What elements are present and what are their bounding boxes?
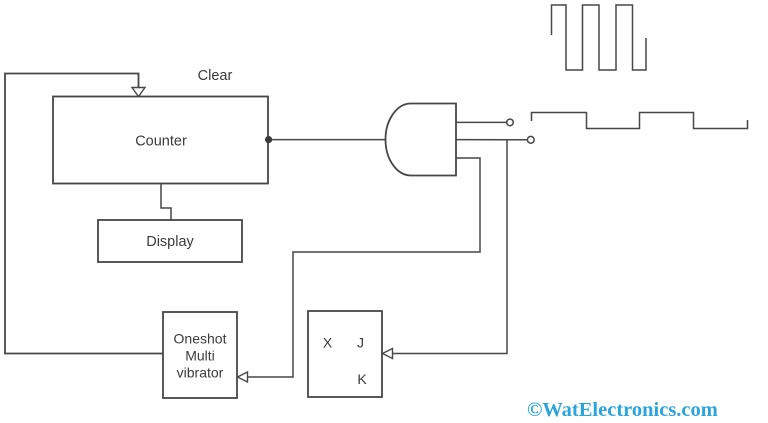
clear-label: Clear	[198, 68, 233, 84]
and-gate-icon	[384, 102, 457, 177]
oneshot-multivibrator-block	[162, 311, 238, 399]
gate-to-jk-wire	[390, 139, 508, 355]
counter-label: Counter	[135, 134, 187, 150]
jk-pin-j-label: J	[357, 335, 364, 351]
wiring-group	[4, 4, 749, 399]
gate-output-waveform-icon	[530, 111, 749, 130]
jk-flipflop-block	[307, 310, 383, 398]
oneshot-input-arrowhead-icon	[235, 370, 249, 384]
jk-pin-x-label: X	[323, 335, 333, 351]
jk-input-arrowhead-icon	[380, 347, 394, 360]
display-block	[97, 219, 243, 263]
oneshot-label-line1: Oneshot	[174, 331, 227, 347]
oneshot-label-line3: vibrator	[177, 365, 224, 381]
gate-to-oneshot-wire	[244, 157, 481, 378]
terminal-circle-bottom-icon	[526, 135, 535, 144]
feedback-wire	[4, 72, 163, 355]
junction-dot-icon	[265, 136, 273, 144]
display-label: Display	[146, 234, 194, 250]
clock-waveform-icon	[550, 4, 647, 71]
counter-to-display-wire	[160, 183, 172, 220]
jk-pin-k-label: K	[357, 371, 367, 387]
watelectronics-watermark: ©WatElectronics.com	[527, 399, 718, 421]
terminal-circle-top-icon	[505, 118, 515, 127]
oneshot-label-line2: Multi	[185, 348, 215, 364]
clear-arrowhead-icon	[130, 86, 147, 98]
